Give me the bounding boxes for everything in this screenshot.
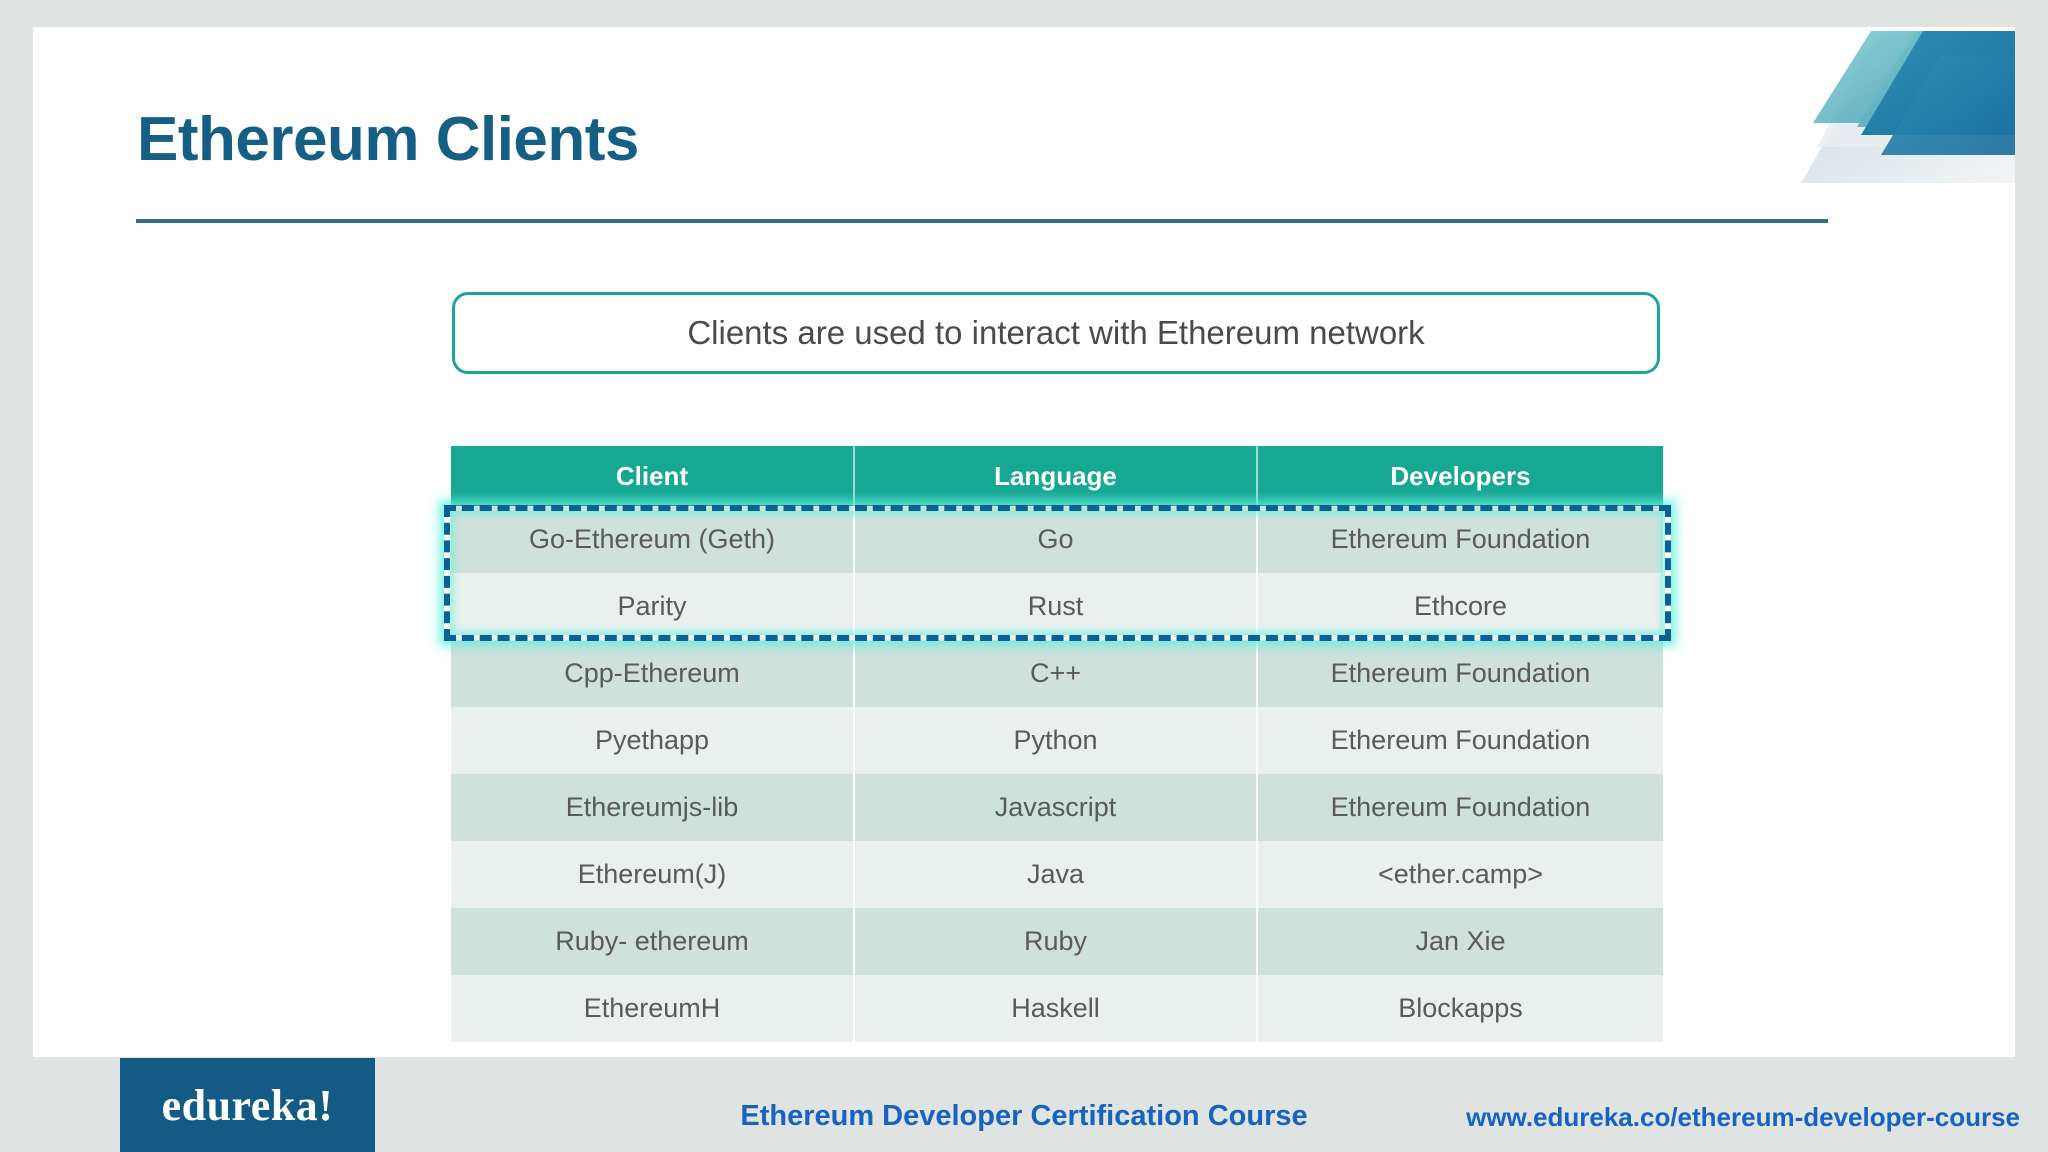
page-title: Ethereum Clients: [137, 105, 639, 174]
table-row: Ruby- ethereum Ruby Jan Xie: [451, 908, 1663, 975]
table-header-row: Client Language Developers: [451, 446, 1663, 506]
cell-client: Parity: [451, 573, 855, 640]
column-header-client: Client: [451, 446, 855, 506]
cell-language: Ruby: [853, 908, 1258, 975]
cell-client: Go-Ethereum (Geth): [451, 506, 855, 573]
cell-client: Cpp-Ethereum: [451, 640, 855, 707]
table-row: Parity Rust Ethcore: [451, 573, 1663, 640]
cell-language: C++: [853, 640, 1258, 707]
cell-language: Python: [853, 707, 1258, 774]
cell-language: Javascript: [853, 774, 1258, 841]
edureka-logo: edureka!: [120, 1058, 375, 1152]
footer-course-title: Ethereum Developer Certification Course: [740, 1100, 1308, 1132]
table-row: Cpp-Ethereum C++ Ethereum Foundation: [451, 640, 1663, 707]
cell-developers: Ethereum Foundation: [1256, 774, 1663, 841]
slide-canvas: Ethereum Clients Clients are used to int…: [33, 27, 2015, 1057]
table-row: Ethereumjs-lib Javascript Ethereum Found…: [451, 774, 1663, 841]
corner-decoration: [1795, 27, 2015, 192]
cell-developers: Blockapps: [1256, 975, 1663, 1042]
logo-text: edureka!: [161, 1080, 334, 1130]
cell-developers: Ethereum Foundation: [1256, 640, 1663, 707]
cell-developers: <ether.camp>: [1256, 841, 1663, 908]
callout-text: Clients are used to interact with Ethere…: [687, 314, 1425, 351]
column-header-language: Language: [853, 446, 1258, 506]
cell-developers: Ethereum Foundation: [1256, 707, 1663, 774]
cell-client: EthereumH: [451, 975, 855, 1042]
cell-client: Ethereumjs-lib: [451, 774, 855, 841]
table-row: Go-Ethereum (Geth) Go Ethereum Foundatio…: [451, 506, 1663, 573]
table-head: Client Language Developers: [451, 446, 1663, 506]
cell-developers: Jan Xie: [1256, 908, 1663, 975]
cell-language: Rust: [853, 573, 1258, 640]
table-row: Ethereum(J) Java <ether.camp>: [451, 841, 1663, 908]
column-header-developers: Developers: [1256, 446, 1663, 506]
cell-language: Java: [853, 841, 1258, 908]
cell-language: Haskell: [853, 975, 1258, 1042]
cell-client: Ethereum(J): [451, 841, 855, 908]
table-body: Go-Ethereum (Geth) Go Ethereum Foundatio…: [451, 506, 1663, 1042]
cell-client: Pyethapp: [451, 707, 855, 774]
cell-client: Ruby- ethereum: [451, 908, 855, 975]
clients-table: Client Language Developers Go-Ethereum (…: [451, 446, 1663, 1042]
table-row: EthereumH Haskell Blockapps: [451, 975, 1663, 1042]
callout-box: Clients are used to interact with Ethere…: [452, 292, 1660, 374]
cell-developers: Ethereum Foundation: [1256, 506, 1663, 573]
title-divider: [136, 219, 1828, 223]
cell-developers: Ethcore: [1256, 573, 1663, 640]
cell-language: Go: [853, 506, 1258, 573]
table-row: Pyethapp Python Ethereum Foundation: [451, 707, 1663, 774]
decoration-shapes: [1801, 31, 2015, 183]
footer-url[interactable]: www.edureka.co/ethereum-developer-course: [1466, 1102, 2020, 1132]
